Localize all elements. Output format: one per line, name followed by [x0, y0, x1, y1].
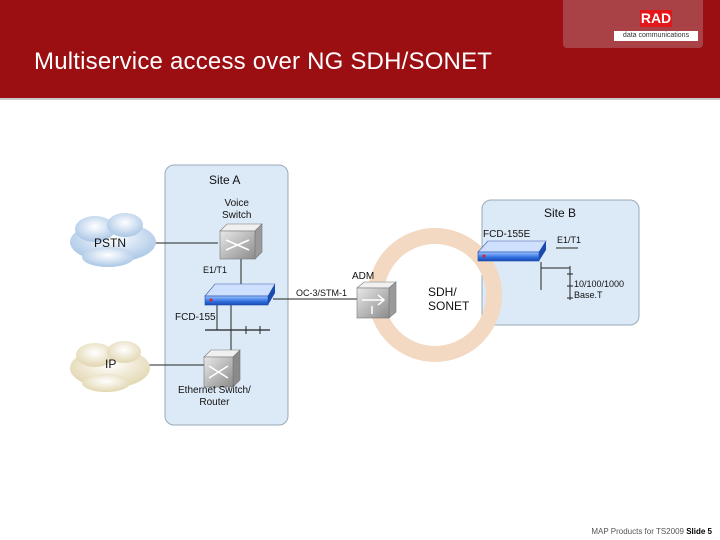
- footer-slide-number: Slide 5: [686, 527, 712, 536]
- fcd155-label: FCD-155: [175, 312, 216, 323]
- footer-text: MAP Products for TS2009: [591, 527, 684, 536]
- fcd155e-label: FCD-155E: [483, 229, 531, 240]
- slide-title: Multiservice access over NG SDH/SONET: [34, 48, 493, 75]
- pstn-cloud-icon: [70, 213, 156, 267]
- sdh-sonet-label: SDH/ SONET: [428, 285, 470, 313]
- slide-footer: MAP Products for TS2009 Slide 5: [591, 527, 712, 536]
- oc3-label: OC-3/STM-1: [296, 288, 348, 298]
- base-t-label: 10/100/1000 Base.T: [574, 279, 625, 300]
- e1t1-right-label: E1/T1: [557, 235, 582, 245]
- voice-switch-label: Voice Switch: [222, 198, 252, 221]
- site-a-label: Site A: [209, 173, 241, 187]
- site-b-label: Site B: [544, 206, 577, 220]
- voice-switch-icon: [219, 223, 263, 260]
- adm-icon: [356, 281, 397, 319]
- pstn-label: PSTN: [94, 236, 127, 250]
- adm-label: ADM: [352, 271, 375, 282]
- ip-label: IP: [105, 357, 117, 371]
- ip-cloud-icon: [70, 341, 150, 392]
- fcd155e-device-icon: [477, 240, 547, 262]
- header-divider: [0, 98, 720, 100]
- fcd155-device-icon: [204, 283, 276, 306]
- ethernet-switch-label: Ethernet Switch/ Router: [178, 385, 251, 408]
- logo-tagline: data communications: [614, 31, 698, 41]
- ethernet-router-icon: [203, 349, 241, 388]
- rad-logo: RAD: [640, 10, 672, 27]
- e1t1-left-label: E1/T1: [203, 265, 228, 275]
